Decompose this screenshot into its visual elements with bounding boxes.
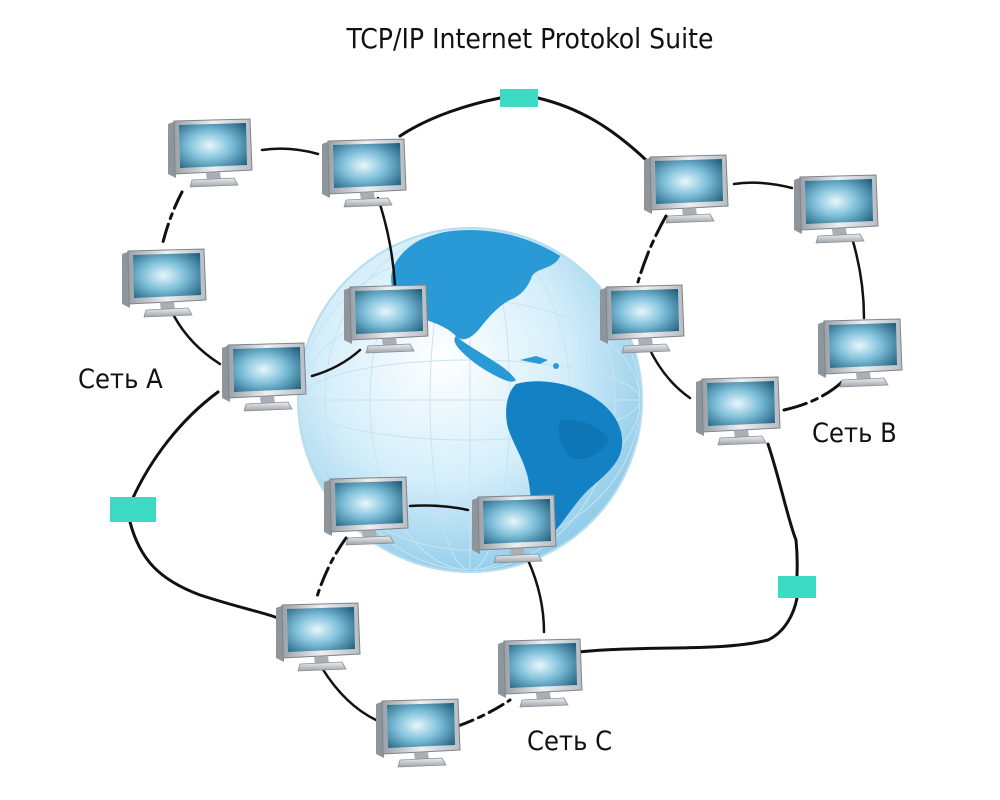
link-b1-b3 [636,214,668,284]
router-icon [110,497,156,522]
router-icon [778,576,816,598]
desktop-computer-icon [321,138,407,208]
link-b3-b5 [646,344,692,400]
network-label-b: Сеть B [812,418,897,449]
router-icon [500,89,538,107]
network-label-a: Сеть A [78,364,163,395]
link-c1-c3 [314,536,348,602]
link-a1-a3 [161,190,184,244]
link-c3-c4 [320,666,378,722]
desktop-computer-icon [375,698,461,768]
link-a-c [128,390,280,620]
link-b4-b5 [782,380,844,412]
link-a3-a4 [172,314,222,366]
desktop-computer-icon [121,248,207,318]
link-b2-b4 [850,236,866,320]
network-label-c: Сеть C [527,726,612,757]
desktop-computer-icon [221,342,307,412]
link-a4-a5 [310,348,362,378]
link-a1-a2 [260,147,320,156]
routers [110,89,816,598]
link-a-b [398,96,648,162]
desktop-computer-icon [497,638,583,708]
desktop-computer-icon [643,154,729,224]
diagram-title: TCP/IP Internet Protokol Suite [345,22,713,55]
link-c2-c5 [526,558,546,634]
desktop-computer-icon [167,118,253,188]
link-b1-b2 [732,181,794,190]
link-c1-c2 [408,504,470,512]
link-a2-a5 [376,196,397,287]
network-links [128,96,866,728]
desktop-computer-icon [817,318,903,388]
desktop-computer-icon [793,174,879,244]
link-c4-c5 [456,698,512,728]
desktop-computer-icon [695,376,781,446]
desktop-computer-icon [275,602,361,672]
link-b-c [576,442,799,654]
